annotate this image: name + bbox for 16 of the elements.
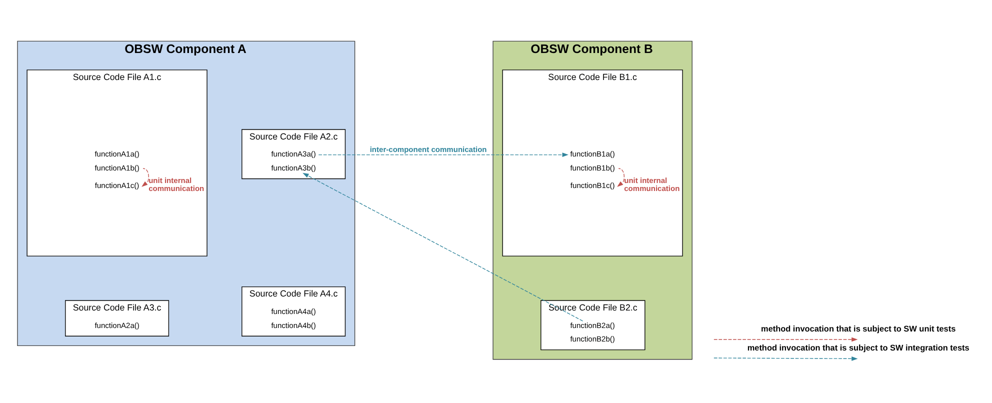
edge-label: unit internal communication — [148, 176, 204, 192]
node-text: functionA4b() — [271, 320, 316, 330]
node-text: functionA4a() — [271, 306, 316, 316]
edge-label: inter-component communication — [370, 144, 487, 154]
node-text: functionA1a() — [94, 149, 140, 158]
node-text: functionA3a() — [271, 149, 316, 158]
node-text: functionA2a() — [94, 320, 140, 330]
node-text: functionB1b() — [570, 162, 615, 172]
edge-label: unit internal communication — [624, 176, 680, 192]
node-text: functionA1c() — [94, 180, 140, 190]
node-text: functionA1b() — [94, 162, 140, 172]
node-text: functionB1a() — [570, 149, 615, 158]
node-text: functionB1c() — [570, 180, 615, 190]
node-text: functionA3b() — [271, 162, 316, 172]
node-text: functionB2b() — [570, 334, 615, 343]
node-text: functionB2a() — [570, 320, 615, 330]
